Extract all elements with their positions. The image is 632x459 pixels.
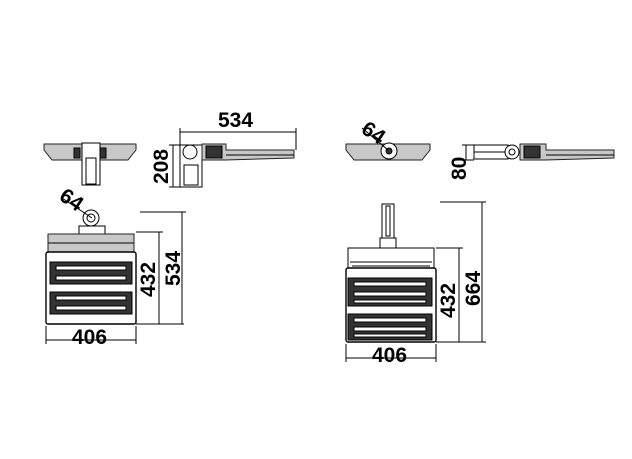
rotation-leader-left [61,197,93,219]
top-view-left [43,142,137,186]
dim-534-front-label: 534 [162,251,185,286]
side-view-left [169,128,297,188]
dim-432-right-label: 432 [437,283,460,318]
dim-432-left-label: 432 [137,262,160,297]
dim-534-label: 534 [218,109,253,132]
dim-80-label: 80 [448,157,471,180]
dim-208-label: 208 [150,149,173,184]
dim-406-right-label: 406 [372,344,407,367]
top-view-right [345,127,431,161]
dim-406-left-label: 406 [72,326,107,349]
side-view-right [462,143,615,161]
rotation-leader-right [361,127,389,151]
dim-664-label: 664 [462,271,485,306]
front-view-right [345,201,486,362]
front-view-left [45,197,186,344]
